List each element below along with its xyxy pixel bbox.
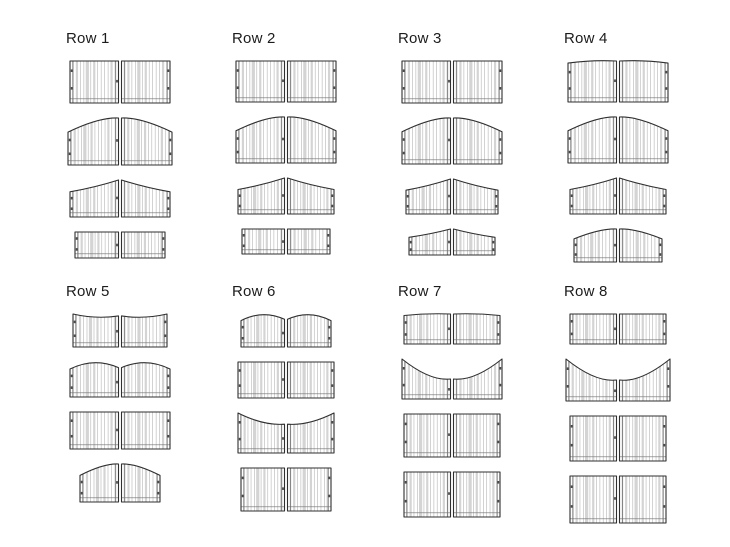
- gate-svg: [235, 116, 337, 164]
- gate-svg: [567, 60, 669, 103]
- gate-illustration: [230, 409, 342, 455]
- gate-illustration: [64, 358, 176, 399]
- group-label: Row 2: [232, 30, 276, 47]
- gate-illustration: [396, 175, 508, 216]
- gate-illustration: [64, 114, 176, 167]
- gate-illustration: [64, 57, 176, 105]
- gate-svg: [240, 467, 332, 512]
- gate-illustration: [562, 174, 674, 216]
- gate-svg: [74, 231, 166, 259]
- group-label: Row 4: [564, 30, 608, 47]
- gate-illustration: [562, 412, 674, 463]
- gate-illustration: [230, 113, 342, 165]
- gate-svg: [401, 358, 503, 400]
- gate-illustration: [396, 57, 508, 105]
- group-label: Row 1: [66, 30, 110, 47]
- group-label: Row 8: [564, 283, 608, 300]
- gate-illustration: [562, 310, 674, 346]
- gate-illustration: [64, 176, 176, 219]
- gate-illustration: [230, 358, 342, 400]
- gate-illustration: [230, 464, 342, 513]
- gate-illustration: [64, 310, 176, 349]
- gate-svg: [69, 362, 171, 398]
- design-group-row-1: Row 1: [64, 30, 230, 283]
- gate-svg: [237, 412, 335, 454]
- design-group-row-5: Row 5: [64, 283, 230, 536]
- gate-svg: [235, 60, 337, 103]
- gate-illustration: [562, 57, 674, 104]
- gate-svg: [408, 228, 496, 256]
- gate-svg: [567, 116, 669, 164]
- design-group-row-6: Row 6: [230, 283, 396, 536]
- design-group-row-7: Row 7: [396, 283, 562, 536]
- design-group-row-2: Row 2: [230, 30, 396, 283]
- gate-illustration: [64, 408, 176, 451]
- group-label: Row 7: [398, 283, 442, 300]
- gate-svg: [569, 475, 667, 524]
- gate-svg: [565, 358, 671, 402]
- design-group-row-8: Row 8: [562, 283, 728, 536]
- design-group-row-4: Row 4: [562, 30, 728, 283]
- gate-illustration: [562, 355, 674, 403]
- gate-illustration: [230, 174, 342, 216]
- gate-svg: [569, 177, 667, 215]
- gate-svg: [69, 60, 171, 104]
- group-label: Row 6: [232, 283, 276, 300]
- gate-svg: [403, 413, 501, 458]
- gate-svg: [573, 228, 663, 263]
- gate-svg: [72, 313, 168, 348]
- gate-svg: [569, 415, 667, 462]
- gate-illustration: [396, 468, 508, 519]
- gate-design-grid: Row 1: [64, 30, 728, 536]
- gate-illustration: [562, 472, 674, 525]
- gate-illustration: [230, 57, 342, 104]
- gate-illustration: [230, 310, 342, 349]
- gate-illustration: [396, 225, 508, 257]
- gate-svg: [401, 60, 503, 104]
- gate-illustration: [562, 225, 674, 264]
- gate-svg: [237, 177, 335, 215]
- gate-illustration: [396, 310, 508, 346]
- gate-illustration: [64, 228, 176, 260]
- group-label: Row 3: [398, 30, 442, 47]
- design-group-row-3: Row 3: [396, 30, 562, 283]
- gate-illustration: [396, 114, 508, 166]
- gate-svg: [403, 313, 501, 345]
- gate-illustration: [396, 355, 508, 401]
- gate-illustration: [64, 460, 176, 504]
- gate-svg: [569, 313, 667, 345]
- gate-illustration: [396, 410, 508, 459]
- gate-svg: [241, 228, 331, 255]
- group-label: Row 5: [66, 283, 110, 300]
- gate-svg: [240, 314, 332, 348]
- gate-svg: [69, 411, 171, 450]
- gate-illustration: [562, 113, 674, 165]
- gate-svg: [69, 179, 171, 218]
- gate-svg: [237, 361, 335, 399]
- gate-svg: [403, 471, 501, 518]
- gate-svg: [405, 178, 499, 215]
- gate-svg: [79, 463, 161, 503]
- gate-svg: [67, 117, 173, 166]
- gate-svg: [401, 117, 503, 165]
- gate-illustration: [230, 225, 342, 256]
